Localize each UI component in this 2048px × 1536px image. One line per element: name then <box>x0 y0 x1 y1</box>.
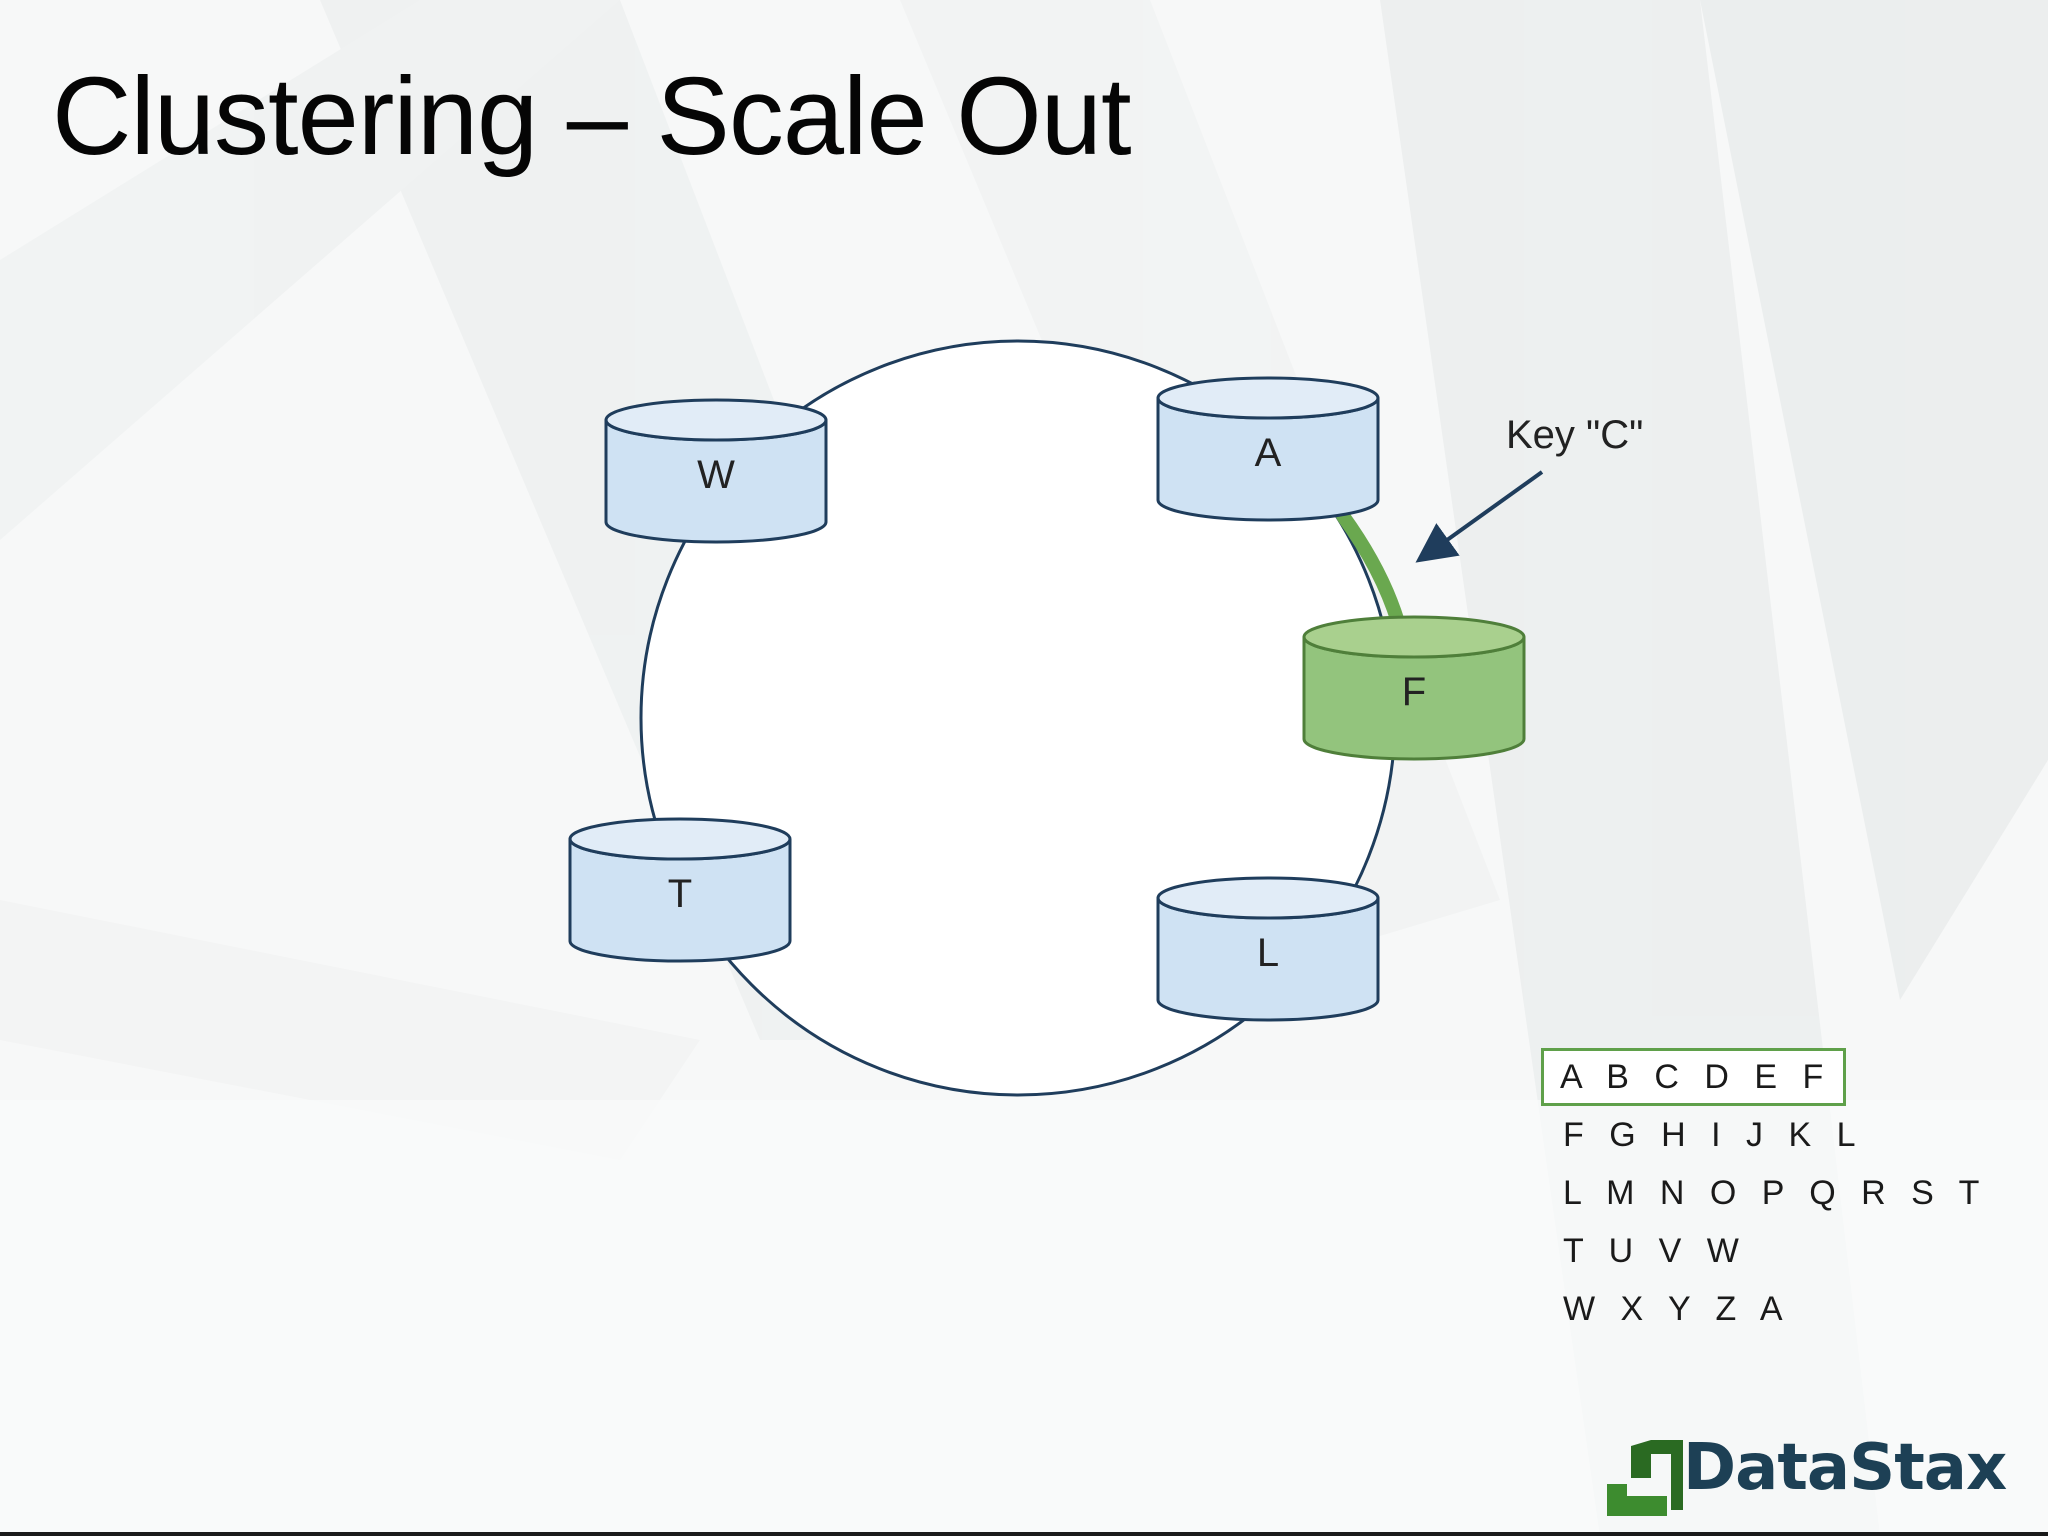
datastax-mark-icon <box>1607 1440 1683 1516</box>
node-top <box>1156 376 1380 420</box>
node-top <box>1156 876 1380 920</box>
ring-node-t: T <box>568 817 792 963</box>
range-row-highlighted: A B C D E F <box>1541 1048 1847 1106</box>
key-annotation: Key "C" <box>1506 413 1643 457</box>
ring-node-f: F <box>1302 615 1526 761</box>
new-range-arc <box>1336 509 1405 629</box>
ring-node-l: L <box>1156 876 1380 1022</box>
range-row: T U V W <box>1563 1232 1747 1270</box>
ring-node-w: W <box>604 398 828 544</box>
node-top <box>1302 615 1526 659</box>
node-label: W <box>697 453 735 497</box>
key-arrow <box>1415 470 1544 563</box>
node-top <box>604 398 828 442</box>
node-label: F <box>1402 670 1426 714</box>
node-label: T <box>668 872 692 916</box>
ring-node-a: A <box>1156 376 1380 522</box>
node-label: L <box>1257 931 1279 975</box>
range-row: W X Y Z A <box>1563 1290 1791 1328</box>
node-top <box>568 817 792 861</box>
range-row: F G H I J K L <box>1563 1116 1864 1154</box>
slide-title: Clustering – Scale Out <box>52 55 1132 178</box>
logo-wordmark: DataStax <box>1683 1431 2007 1505</box>
node-label: A <box>1255 431 1282 475</box>
bottom-rule <box>0 1532 2048 1536</box>
range-row: L M N O P Q R S T <box>1563 1174 1988 1212</box>
key-range-list: A B C D E F F G H I J K L L M N O P Q R S … <box>1541 1048 1988 1338</box>
